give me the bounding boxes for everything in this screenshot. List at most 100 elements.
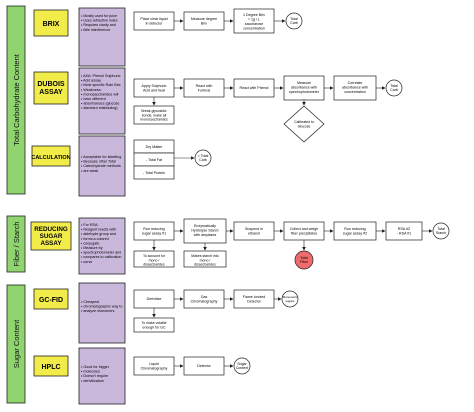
text-line: with amylases bbox=[194, 233, 217, 237]
decision-dubois-calibrated bbox=[283, 105, 325, 143]
text-line: mono / bbox=[200, 258, 211, 262]
text-line: Starch bbox=[436, 231, 446, 235]
text-line: concentration bbox=[344, 90, 366, 94]
text-line: • absorbances (glucose bbox=[81, 102, 119, 106]
text-line: Carb bbox=[199, 158, 207, 162]
text-line: - RSA #1 bbox=[397, 232, 411, 236]
result-total-fiber bbox=[294, 250, 314, 270]
text-line: • Doesn't require bbox=[81, 374, 108, 378]
text-line: • conjugate bbox=[81, 241, 99, 245]
text-line: • little interference bbox=[81, 28, 110, 32]
result-sugar-content bbox=[233, 357, 251, 375]
notes-calculation-text: • Acceptable for labelling• Because othe… bbox=[81, 155, 121, 173]
text-line: React with Phenol bbox=[240, 86, 269, 90]
step-dubois-correlate bbox=[333, 75, 377, 101]
result-calc-total-carb bbox=[194, 149, 212, 167]
text-line: • Carbohydrate methods bbox=[81, 164, 121, 168]
text-line: Furfural bbox=[198, 89, 211, 93]
text-line: saccharose bbox=[245, 22, 263, 26]
text-line: • standard misleading) bbox=[81, 106, 118, 110]
text-line: Total bbox=[300, 256, 308, 260]
notes-dubois bbox=[78, 67, 126, 135]
text-line: • Acid assay bbox=[81, 79, 101, 83]
section-bar-fiber-starch bbox=[6, 215, 26, 273]
notes-hplc bbox=[78, 347, 126, 405]
text-line: Correlate bbox=[348, 81, 363, 85]
text-line: Content bbox=[236, 366, 248, 370]
text-line: concentration bbox=[243, 27, 265, 31]
text-line: • forms a colored bbox=[81, 237, 109, 241]
text-line: Hydrolyze Starch bbox=[191, 229, 218, 233]
step-hplc-detector-text: Detector bbox=[197, 364, 211, 368]
text-line: Fiber bbox=[300, 260, 309, 264]
text-line: Dry Matter bbox=[146, 145, 164, 149]
step-calc-dry-matter-text: Dry Matter bbox=[146, 145, 164, 149]
text-line: • Weakness: bbox=[81, 88, 102, 92]
text-line: Detector bbox=[247, 300, 261, 304]
text-line: absorbance with bbox=[291, 86, 317, 90]
text-line: • Acceptable for labelling bbox=[81, 155, 121, 159]
text-line: disaccharides bbox=[143, 263, 165, 267]
text-line: spectrophotometer bbox=[289, 90, 320, 94]
text-line: • Mostly used for juice bbox=[81, 14, 117, 18]
text-line: • Most specific Rain Brix bbox=[81, 83, 121, 87]
text-line: Acid and heat bbox=[143, 89, 165, 93]
step-dubois-phenol-text: React with Phenol bbox=[240, 86, 269, 90]
section-bar-total-carbohydrate bbox=[6, 5, 26, 195]
step-rsa-mono bbox=[133, 250, 175, 268]
text-line: Derivitize bbox=[147, 297, 162, 301]
text-line: • molecules bbox=[81, 370, 100, 374]
result-dubois-total-carb bbox=[385, 79, 403, 97]
text-line: Total bbox=[437, 227, 445, 231]
text-line: • are weak bbox=[81, 169, 98, 173]
method-dubois bbox=[33, 71, 69, 105]
method-brix-label: BRIX bbox=[43, 21, 60, 28]
method-reducing-sugar bbox=[30, 221, 72, 251]
result-total-starch bbox=[432, 222, 450, 240]
text-line: in detector bbox=[146, 22, 164, 26]
section-label-total-carbohydrate: Total Carbohydrate Content bbox=[12, 53, 21, 146]
text-line: To account for bbox=[143, 254, 166, 258]
text-line: • Requires clarity and bbox=[81, 23, 116, 27]
text-line: • have different bbox=[81, 97, 106, 101]
step-calc-protein-text: - Total Protein bbox=[143, 171, 165, 175]
step-rsa-hydrolyze bbox=[183, 218, 227, 244]
text-line: REDUCING bbox=[34, 226, 68, 233]
text-line: • Measure by bbox=[81, 246, 103, 250]
text-line: Brix bbox=[201, 22, 207, 26]
text-line: Carb bbox=[290, 21, 298, 25]
text-line: Break glycosidic bbox=[141, 109, 167, 113]
text-line: ASSAY bbox=[40, 240, 62, 247]
notes-calculation bbox=[78, 135, 126, 197]
section-label-sugar: Sugar Content bbox=[12, 319, 21, 368]
step-calc-protein bbox=[133, 165, 175, 180]
section-label-fiber-starch: Fiber / Starch bbox=[12, 221, 21, 266]
text-line: Chromatography bbox=[141, 367, 168, 371]
method-brix bbox=[33, 9, 69, 37]
method-gcfid-label: GC-FID bbox=[39, 297, 63, 304]
text-line: sugar assay #2 bbox=[343, 232, 367, 236]
text-line: Apply Sulphuric bbox=[142, 84, 167, 88]
text-line: enough for GC bbox=[143, 325, 166, 329]
text-line: React with bbox=[196, 84, 213, 88]
text-line: Run reducing bbox=[344, 227, 365, 231]
text-line: 1 Degree Brix bbox=[243, 13, 265, 17]
result-monomeric-sugars bbox=[281, 290, 299, 308]
text-line: Detector bbox=[197, 364, 211, 368]
text-line: Gas bbox=[201, 295, 208, 299]
text-line: DUBOIS bbox=[37, 81, 65, 88]
text-line: sugars bbox=[285, 299, 295, 303]
